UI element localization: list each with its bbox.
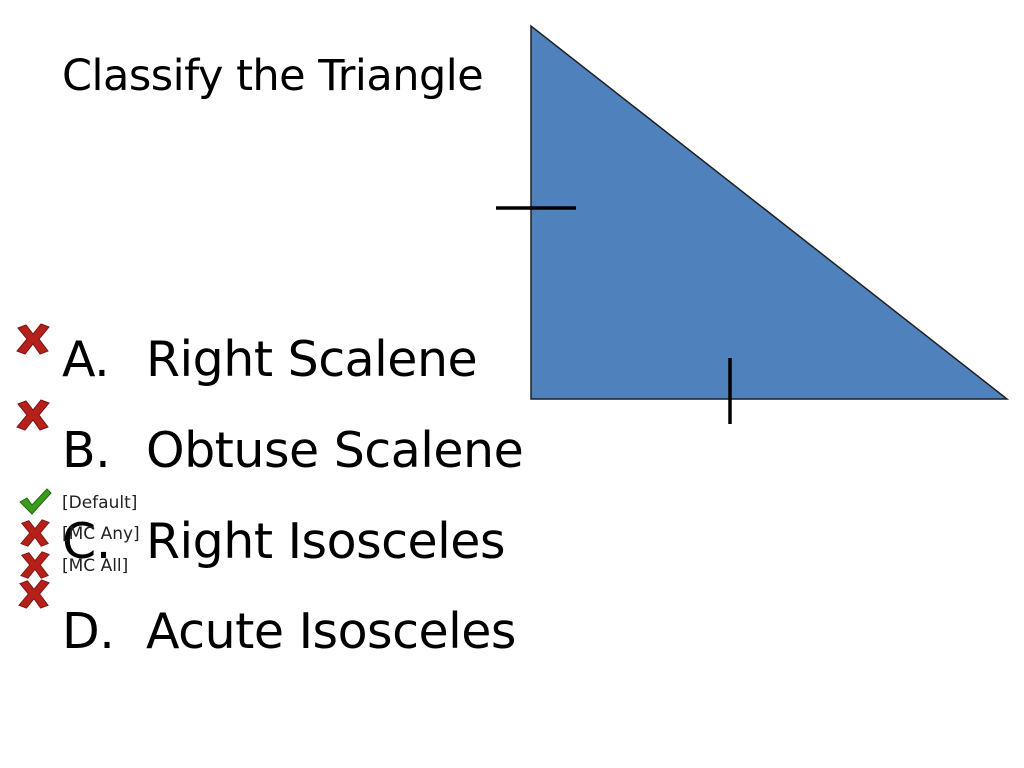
answer-tag-mc-any: [MC Any] (62, 524, 140, 544)
option-c[interactable]: C. Right Isosceles (62, 512, 505, 572)
x-icon (16, 578, 52, 610)
triangle-shape (530, 24, 1010, 400)
option-a[interactable]: A. Right Scalene (62, 330, 478, 390)
x-icon (18, 550, 52, 580)
option-d[interactable]: D. Acute Isosceles (62, 602, 516, 662)
option-b[interactable]: B. Obtuse Scalene (62, 421, 524, 481)
x-icon (18, 518, 52, 548)
answer-tag-mc-all: [MC All] (62, 556, 129, 576)
option-letter: A. (62, 331, 110, 388)
answer-tag-default: [Default] (62, 493, 138, 513)
option-letter: D. (62, 603, 115, 660)
option-text: Obtuse Scalene (146, 422, 524, 479)
x-icon (14, 322, 52, 356)
check-icon (18, 486, 52, 516)
option-letter: C. (62, 513, 111, 570)
x-icon (14, 398, 52, 432)
option-text: Acute Isosceles (146, 603, 516, 660)
option-letter: B. (62, 422, 111, 479)
slide-title: Classify the Triangle (62, 51, 484, 101)
option-text: Right Isosceles (146, 513, 505, 570)
option-text: Right Scalene (146, 331, 478, 388)
